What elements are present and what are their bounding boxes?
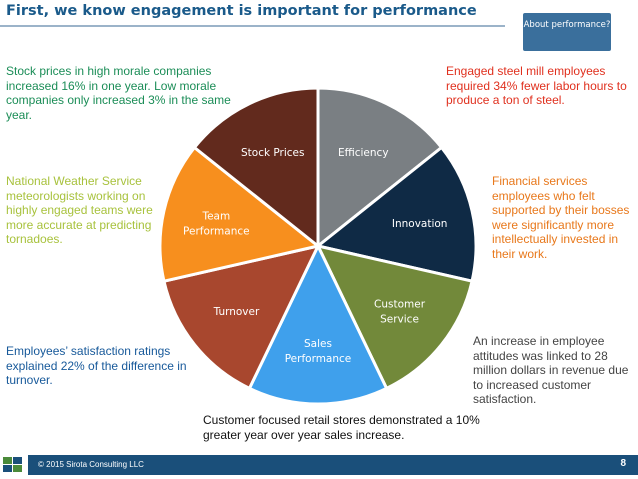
pie-slice-label: Efficiency: [338, 147, 389, 159]
pie-slice: [315, 243, 474, 391]
pie-slice: [192, 86, 320, 250]
page-number: 8: [620, 458, 626, 469]
pie-slice-label: Turnover: [213, 306, 260, 318]
pie-slice-label: Stock Prices: [241, 147, 304, 159]
pie-slice: [314, 145, 478, 283]
pie-slice-label: Innovation: [392, 218, 448, 230]
pie-slice: [316, 86, 444, 250]
page-title: First, we know engagement is important f…: [6, 3, 477, 19]
pie-slice: [158, 145, 322, 283]
note-turnover: Employees’ satisfaction ratings explaine…: [6, 344, 187, 387]
title-divider: [0, 25, 505, 27]
footer: © 2015 Sirota Consulting LLC 8: [0, 455, 638, 479]
note-innovation: Financial services employees who felt su…: [492, 174, 630, 261]
note-team-performance: National Weather Service meteorologists …: [6, 174, 153, 246]
note-sales-performance: Customer focused retail stores demonstra…: [203, 413, 480, 442]
sirota-logo-icon: [3, 457, 23, 473]
note-efficiency: Engaged steel mill employees required 34…: [446, 64, 627, 107]
pie-slice: [247, 242, 389, 406]
footer-bar: © 2015 Sirota Consulting LLC 8: [28, 455, 638, 475]
footer-copyright: © 2015 Sirota Consulting LLC: [38, 460, 144, 469]
pie-slice: [162, 243, 321, 391]
note-stock-prices: Stock prices in high morale companies in…: [6, 64, 231, 122]
note-customer-service: An increase in employee attitudes was li…: [473, 334, 629, 406]
about-performance-button[interactable]: About performance?: [523, 13, 611, 51]
